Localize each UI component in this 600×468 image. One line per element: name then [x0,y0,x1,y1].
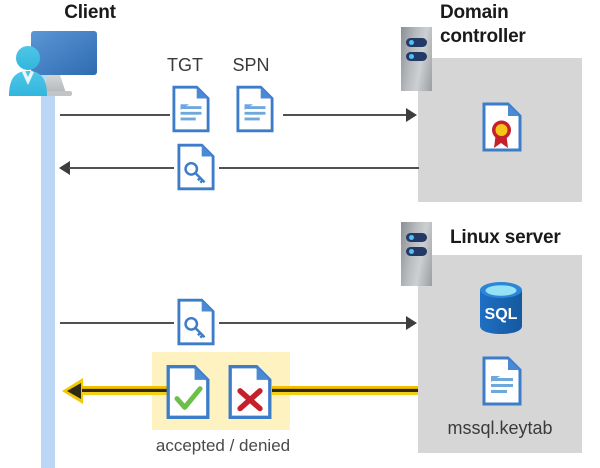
message-2-line-right [219,167,419,169]
rack-bar [406,38,427,47]
rack-bar [406,233,427,242]
sql-database-text: SQL [485,306,518,323]
domain-controller-label-line1: Domain [440,2,509,23]
linux-server-label: Linux server [450,227,561,248]
accepted-document-icon [166,364,210,420]
denied-document-icon [228,364,272,420]
message-4-line-right [272,386,418,395]
tgt-label: TGT [167,55,203,75]
rack-bar [406,52,427,61]
message-3-line-right [219,322,413,324]
keytab-document-icon [482,356,522,406]
certificate-icon [482,102,522,152]
message-1-line-right [283,114,413,116]
spn-document-icon [236,85,274,133]
message-4-line-left [82,386,172,395]
message-2-service-ticket-document-icon [177,143,215,191]
message-2-line-left [69,167,174,169]
sql-database-icon: SQL [477,281,525,335]
accepted-denied-caption: accepted / denied [155,436,291,455]
linux-server-server-rack-icon [401,222,432,286]
message-3-line-left [60,322,174,324]
domain-controller-server-rack-icon [401,27,432,91]
message-2-arrowhead [59,161,70,175]
keytab-filename-label: mssql.keytab [447,418,553,438]
tgt-document-icon [172,85,210,133]
client-label: Client [64,2,116,23]
client-lifeline [41,72,55,468]
message-1-arrowhead [406,108,417,122]
rack-bar [406,247,427,256]
message-4-arrowhead [62,378,83,404]
message-1-line-left [60,114,170,116]
message-3-arrowhead [406,316,417,330]
domain-controller-label-line2: controller [440,26,526,47]
client-workstation-icon [6,27,102,99]
message-3-service-ticket-document-icon [177,298,215,346]
spn-label: SPN [232,55,270,75]
